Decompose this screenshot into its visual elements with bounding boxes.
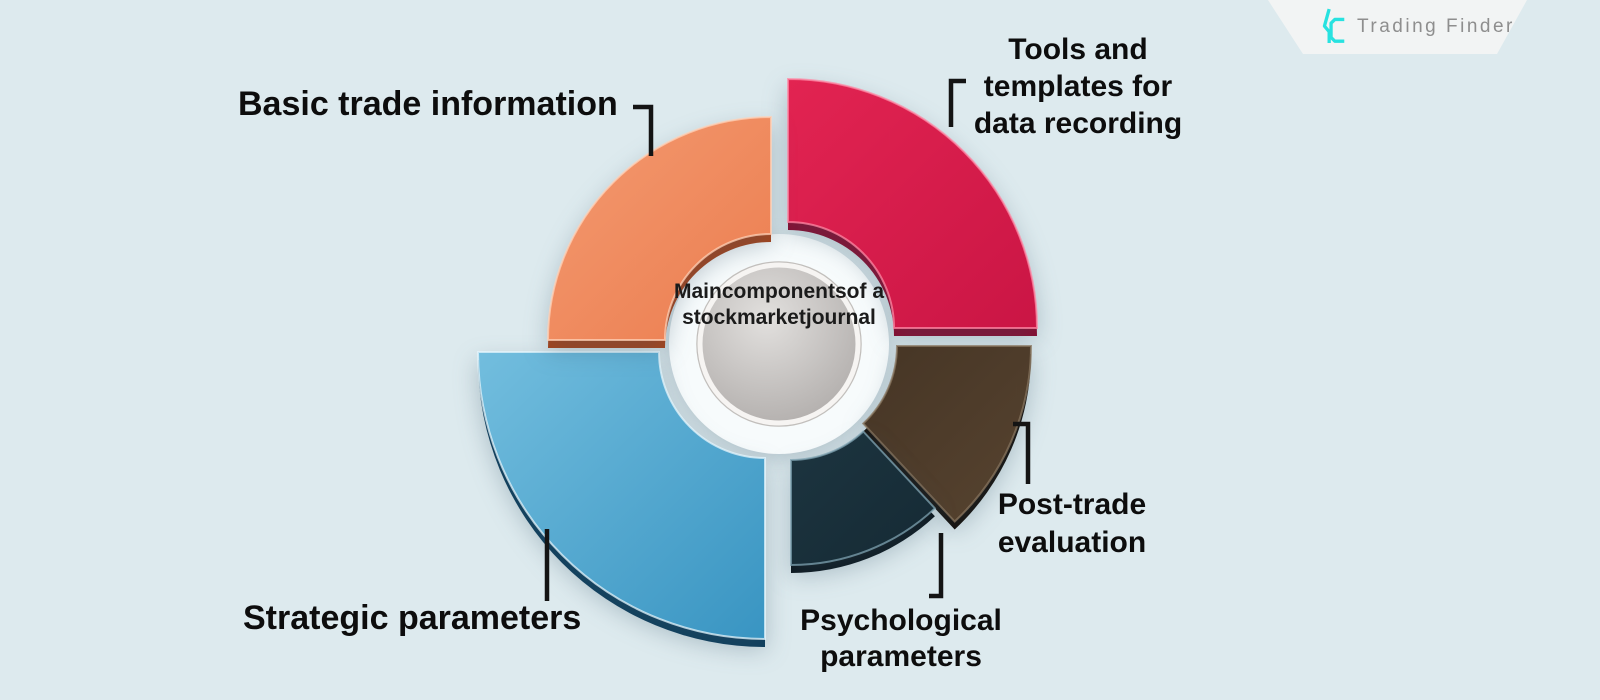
label-line: Basic trade information [238,85,618,123]
center-title-line: journal [805,306,876,329]
logo-banner [1268,0,1527,54]
center-medallion [697,262,861,426]
connector-psychological-parameters [929,533,944,599]
trading-finder-logo-icon [1322,8,1345,44]
label-post-trade-evaluation: Post-trade evaluation [998,486,1146,562]
label-tools-templates: Tools and templates for data recording [974,31,1182,142]
center-title-line: components [721,280,847,303]
label-line: templates for [983,70,1173,103]
label-strategic-parameters: Strategic parameters [243,598,581,638]
segment-tools-templates [787,77,1039,329]
connector-tools-templates [948,78,966,127]
medallion-outer-edge [696,261,862,427]
segment-strategic-parameters [476,351,766,641]
connector-post-trade-evaluation [1013,421,1031,484]
center-title-line: of a stock [682,280,885,329]
label-line: evaluation [997,526,1147,559]
connector-basic-trade-information [633,104,654,156]
label-line: Strategic parameters [243,599,582,637]
label-basic-trade-information: Basic trade information [238,84,618,124]
label-line: parameters [820,640,982,673]
label-line: data recording [973,107,1183,140]
label-line: Psychological [800,604,1002,637]
label-line: Tools and [1008,33,1148,66]
segment-basic-trade-information [546,115,772,341]
label-line: Post-trade [997,488,1147,521]
center-title-line: Main [673,280,722,303]
trading-finder-logo: Trading Finder [1315,4,1515,50]
brand-name: Trading Finder [1357,16,1515,37]
segment-post-trade-evaluation [861,345,1033,523]
center-title-line: market [736,306,806,329]
segment-psychological-parameters [790,430,937,567]
donut-center-title: Maincomponentsof a stockmarketjournal [669,279,889,331]
